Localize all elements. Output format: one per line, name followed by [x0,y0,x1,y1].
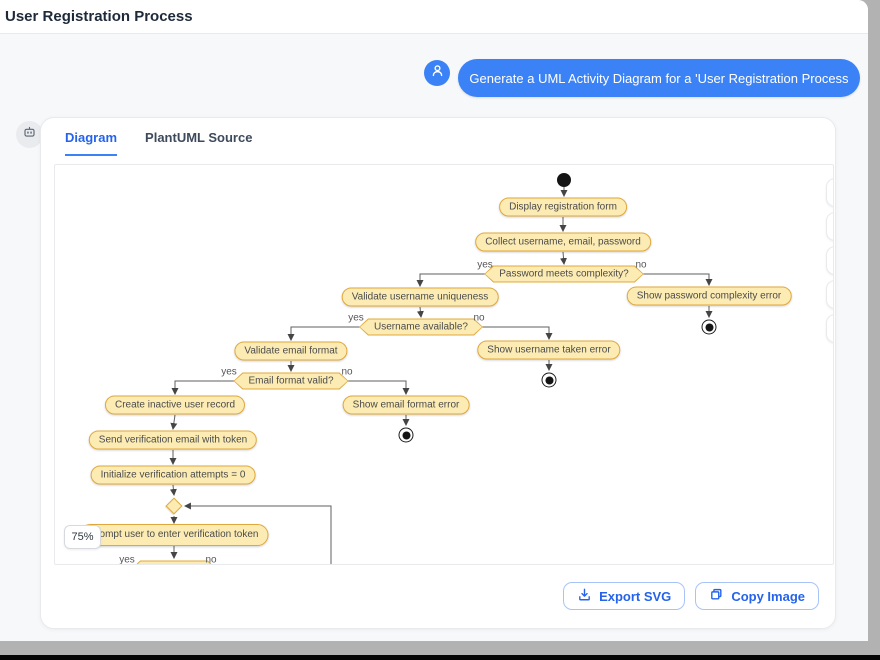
node-show-email-error: Show email format error [342,395,470,415]
diagram-edge [416,273,495,288]
fullscreen-icon [833,319,834,339]
diagram-edge [475,326,553,341]
copy-image-label: Copy Image [731,588,805,604]
bot-avatar [16,121,43,148]
diagram-edge [183,502,332,564]
tab-diagram[interactable]: Diagram [65,130,118,156]
copy-icon [709,587,724,605]
diagram-card: Diagram PlantUML Source [40,117,836,629]
fullscreen-button[interactable] [826,314,834,343]
export-svg-label: Export SVG [599,588,672,604]
edge-label-yes: yes [221,366,237,378]
zoom-out-icon [833,217,834,237]
node-init-attempts: Initialize verification attempts = 0 [90,465,256,485]
node-dec-username: Username available? [359,319,483,336]
node-end-password [701,319,717,335]
diagram-edge [341,380,410,396]
node-dec-email: Email format valid? [233,373,348,390]
diagram-edge [170,414,178,431]
node-validate-username: Validate username uniqueness [341,287,499,307]
window-bottom-edge [0,655,880,660]
diagram-edge [169,484,177,497]
robot-icon [22,125,37,145]
zoom-in-button[interactable] [826,178,834,207]
edge-label-yes: yes [348,312,364,324]
app-header: User Registration Process [0,0,868,34]
download-icon [577,587,592,605]
node-start [557,173,571,187]
user-message-bubble: Generate a UML Activity Diagram for a 'U… [458,59,860,97]
page-title: User Registration Process [5,8,193,25]
person-icon [430,63,445,83]
card-footer: Export SVG Copy Image [563,582,819,610]
node-create-record: Create inactive user record [104,395,246,415]
edge-label-yes: yes [477,259,493,271]
diagram-connectors [169,187,713,564]
node-dec-token: Token valid? [131,561,217,566]
node-prompt-token: Prompt user to enter verification token [79,524,269,546]
expand-button[interactable] [826,280,834,309]
node-show-password-error: Show password complexity error [626,286,792,306]
app-content: User Registration Process Generate a U [0,0,868,641]
tab-plantuml-source[interactable]: PlantUML Source [145,130,253,145]
user-avatar [424,60,450,86]
node-end-taken [541,372,557,388]
edge-label-no: no [635,259,647,271]
node-collect-credentials: Collect username, email, password [475,232,651,252]
node-send-verification: Send verification email with token [88,430,258,450]
edge-label-no: no [341,366,353,378]
node-validate-email: Validate email format [234,341,348,361]
diagram-edge [171,380,241,396]
edge-label-yes: yes [119,554,135,565]
reset-view-button[interactable] [826,246,834,275]
copy-image-button[interactable]: Copy Image [695,582,819,610]
diagram-edge [287,326,367,342]
reset-icon [833,251,834,271]
export-svg-button[interactable]: Export SVG [563,582,686,610]
diagram-edge [416,306,424,319]
zoom-out-button[interactable] [826,212,834,241]
zoom-level-badge: 75% [64,525,101,549]
expand-arrows-icon [833,285,834,305]
node-show-taken-error: Show username taken error [477,340,621,360]
node-display-form: Display registration form [499,197,627,217]
edge-label-no: no [205,554,217,565]
diagram-edge [560,251,567,266]
zoom-in-icon [833,183,834,203]
edge-label-no: no [473,312,485,324]
diagram-edge [633,273,713,287]
tab-bar: Diagram PlantUML Source [65,130,252,156]
node-dec-password: Password meets complexity? [484,266,644,283]
zoom-controls [826,178,834,343]
node-end-email [398,427,414,443]
